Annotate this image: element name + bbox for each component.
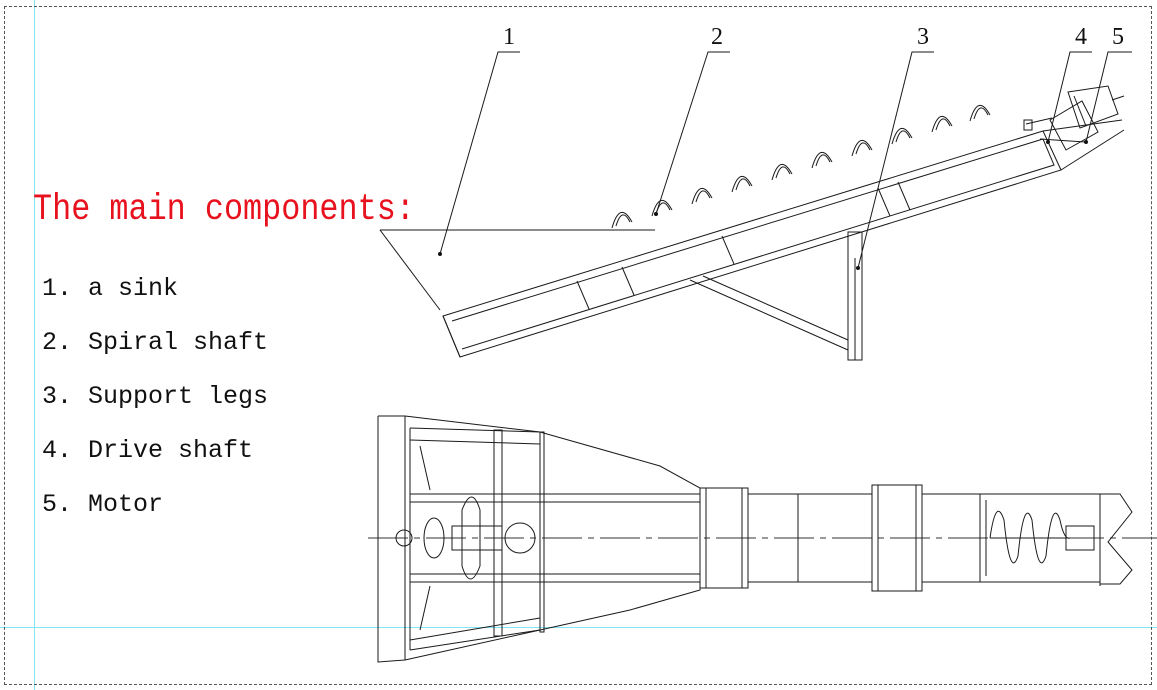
legend-item-drive-shaft: 4. Drive shaft xyxy=(42,432,268,486)
callout-label-4: 4 xyxy=(1075,24,1087,50)
plan-trough xyxy=(699,484,1133,592)
callout-label-2: 2 xyxy=(711,24,723,50)
legend-label: Support legs xyxy=(88,382,269,411)
callout-leaders xyxy=(379,51,1132,311)
drive-and-motor xyxy=(1023,85,1125,151)
spiral-flights xyxy=(611,105,991,229)
plan-spiral xyxy=(985,500,1095,576)
plan-sink xyxy=(377,415,701,663)
legend-label: Motor xyxy=(88,490,164,519)
legend-label: Spiral shaft xyxy=(88,328,269,357)
sink-trough xyxy=(442,119,1125,358)
components-heading: The main components: xyxy=(33,189,415,231)
legend-label: Drive shaft xyxy=(88,436,254,465)
components-legend: 1. a sink 2. Spiral shaft 3. Support legs 4… xyxy=(42,270,268,540)
legend-item-sink: 1. a sink xyxy=(42,270,268,324)
vertical-guide-line xyxy=(34,0,35,690)
drawing-border xyxy=(4,6,1152,685)
callout-label-3: 3 xyxy=(917,24,929,50)
legend-label: a sink xyxy=(88,274,179,303)
legend-number: 1. xyxy=(42,274,73,303)
callout-label-1: 1 xyxy=(503,24,515,50)
legend-number: 5. xyxy=(42,490,73,519)
side-view: 1 2 3 4 5 xyxy=(379,24,1132,361)
legend-number: 2. xyxy=(42,328,73,357)
legend-item-spiral-shaft: 2. Spiral shaft xyxy=(42,324,268,378)
legend-item-motor: 5. Motor xyxy=(42,486,268,540)
callout-label-5: 5 xyxy=(1112,24,1124,50)
legend-item-support-legs: 3. Support legs xyxy=(42,378,268,432)
legend-number: 4. xyxy=(42,436,73,465)
support-legs xyxy=(689,231,863,361)
legend-number: 3. xyxy=(42,382,73,411)
plan-view xyxy=(368,415,1157,663)
horizontal-guide-line xyxy=(0,627,1157,628)
